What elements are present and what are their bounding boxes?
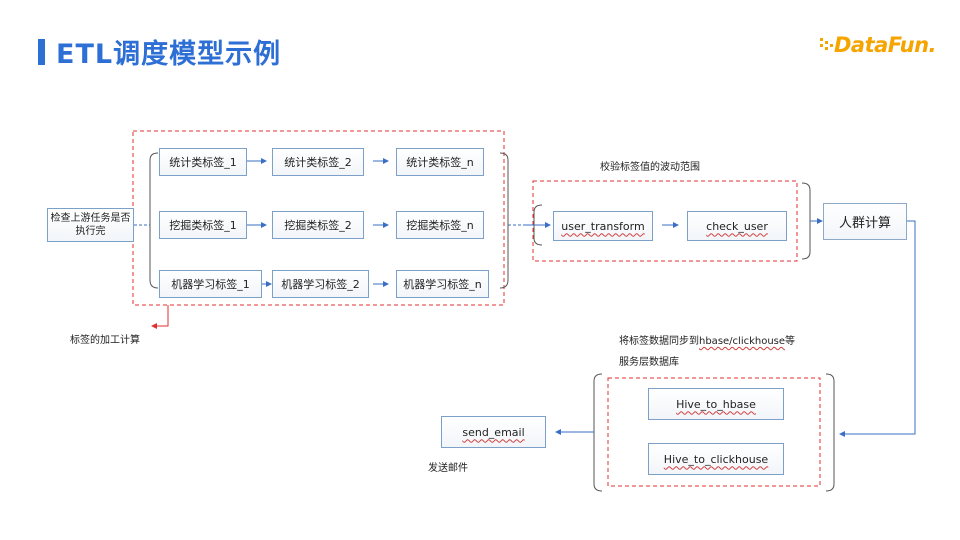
tag-stat-n-label: 统计类标签_n [406,156,474,169]
user-transform-label: user_transform [561,219,645,233]
check-user-node: check_user [687,211,787,241]
tag-stat-1: 统计类标签_1 [159,148,247,176]
logo-text: DataFun. [834,33,937,57]
tag-ml-n-label: 机器学习标签_n [403,278,482,291]
tag-stat-2-label: 统计类标签_2 [284,156,352,169]
title-accent-bar [38,39,45,65]
crowd-compute-label: 人群计算 [838,216,891,231]
tag-mining-2-label: 挖掘类标签_2 [284,219,352,232]
crowd-compute-node: 人群计算 [823,203,907,240]
tag-stat-2: 统计类标签_2 [272,148,364,176]
check-user-label: check_user [706,219,768,233]
user-transform-node: user_transform [553,211,653,241]
tag-mining-2: 挖掘类标签_2 [272,211,364,239]
sync-group-container [607,377,821,487]
sync-label-prefix: 将标签数据同步到 [619,336,699,347]
sync-label-line1: 将标签数据同步到hbase/clickhouse等 [619,332,795,347]
tag-mining-n-label: 挖掘类标签_n [406,219,474,232]
tag-mining-n: 挖掘类标签_n [396,211,484,239]
check-group-container [532,180,798,262]
sync-label-line2: 服务层数据库 [619,357,679,368]
hive-to-clickhouse-node: Hive_to_clickhouse [648,443,784,475]
tag-ml-1: 机器学习标签_1 [159,270,262,298]
tag-mining-1-label: 挖掘类标签_1 [169,219,237,232]
send-email-node: send_email [441,416,546,448]
check-range-label: 校验标签值的波动范围 [600,162,700,173]
send-email-caption: 发送邮件 [428,463,468,474]
tag-mining-1: 挖掘类标签_1 [159,211,247,239]
hive-to-hbase-node: Hive_to_hbase [648,388,784,420]
hive-to-hbase-label: Hive_to_hbase [676,397,756,411]
tag-ml-2-label: 机器学习标签_2 [281,278,360,291]
tag-stat-n: 统计类标签_n [396,148,484,176]
start-node-check-upstream: 检查上游任务是否执行完 [47,208,134,242]
tag-stat-1-label: 统计类标签_1 [169,156,237,169]
hive-to-clickhouse-label: Hive_to_clickhouse [663,452,769,466]
tag-ml-n: 机器学习标签_n [396,270,489,298]
start-node-label: 检查上游任务是否执行完 [50,213,131,237]
tag-compute-label: 标签的加工计算 [70,335,140,346]
tag-ml-1-label: 机器学习标签_1 [171,278,250,291]
tag-ml-2: 机器学习标签_2 [272,270,369,298]
page-title: ETL调度模型示例 [56,39,282,70]
send-email-label: send_email [462,425,525,439]
sync-label-suffix: 等 [785,336,796,347]
sync-label-db: hbase/clickhouse [699,336,786,347]
logo-dots-icon [820,38,833,50]
